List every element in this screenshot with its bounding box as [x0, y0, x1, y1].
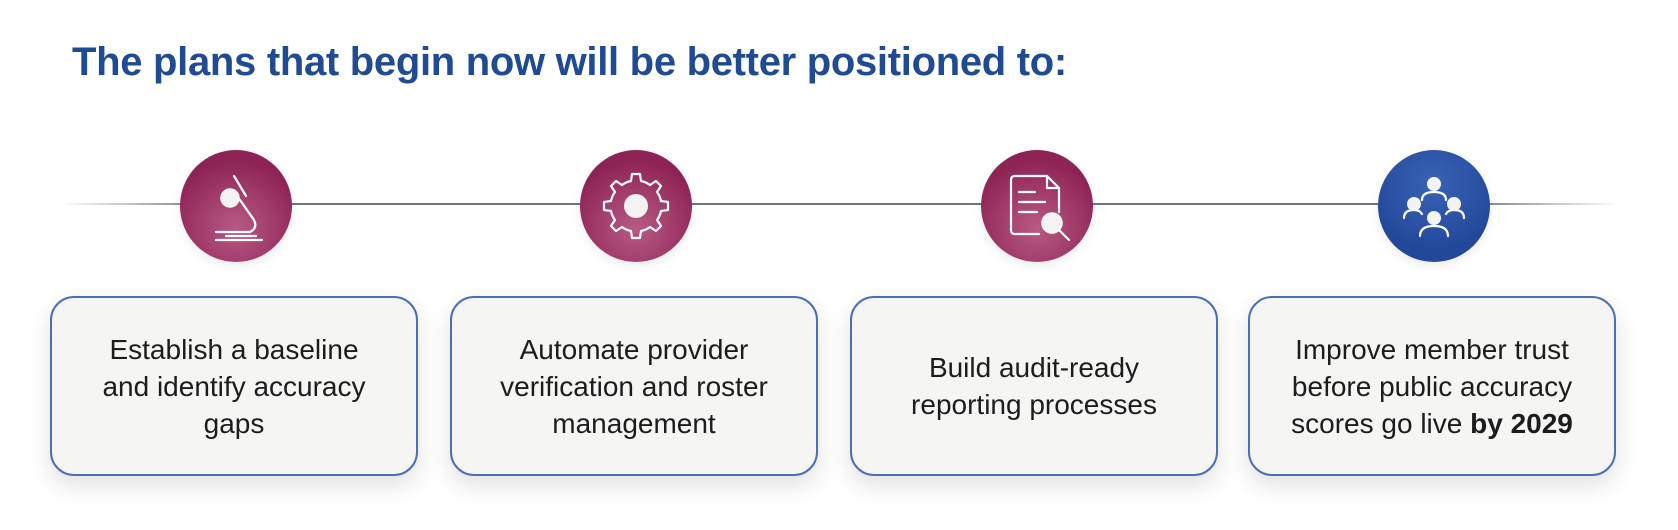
step-4-node — [1378, 150, 1490, 262]
page-title: The plans that begin now will be better … — [72, 40, 1067, 84]
gear-icon — [602, 172, 670, 240]
step-1-card: Establish a baseline and identify accura… — [50, 296, 418, 476]
step-2-card: Automate provider verification and roste… — [450, 296, 818, 476]
step-2-node — [580, 150, 692, 262]
people-network-icon — [1402, 177, 1466, 238]
step-3-text: Build audit-ready reporting processes — [911, 352, 1157, 420]
microscope-icon — [214, 174, 264, 242]
step-3-node — [981, 150, 1093, 262]
step-4-text: Improve member trust before public accur… — [1291, 333, 1573, 439]
step-1-node — [180, 150, 292, 262]
timeline-line — [60, 203, 1620, 205]
step-4-card: Improve member trust before public accur… — [1248, 296, 1616, 476]
step-1-text: Establish a baseline and identify accura… — [102, 333, 366, 439]
document-search-icon — [1009, 174, 1071, 242]
step-2-text: Automate provider verification and roste… — [500, 333, 768, 439]
step-3-card: Build audit-ready reporting processes — [850, 296, 1218, 476]
step-4-emphasis: by 2029 — [1470, 407, 1573, 439]
